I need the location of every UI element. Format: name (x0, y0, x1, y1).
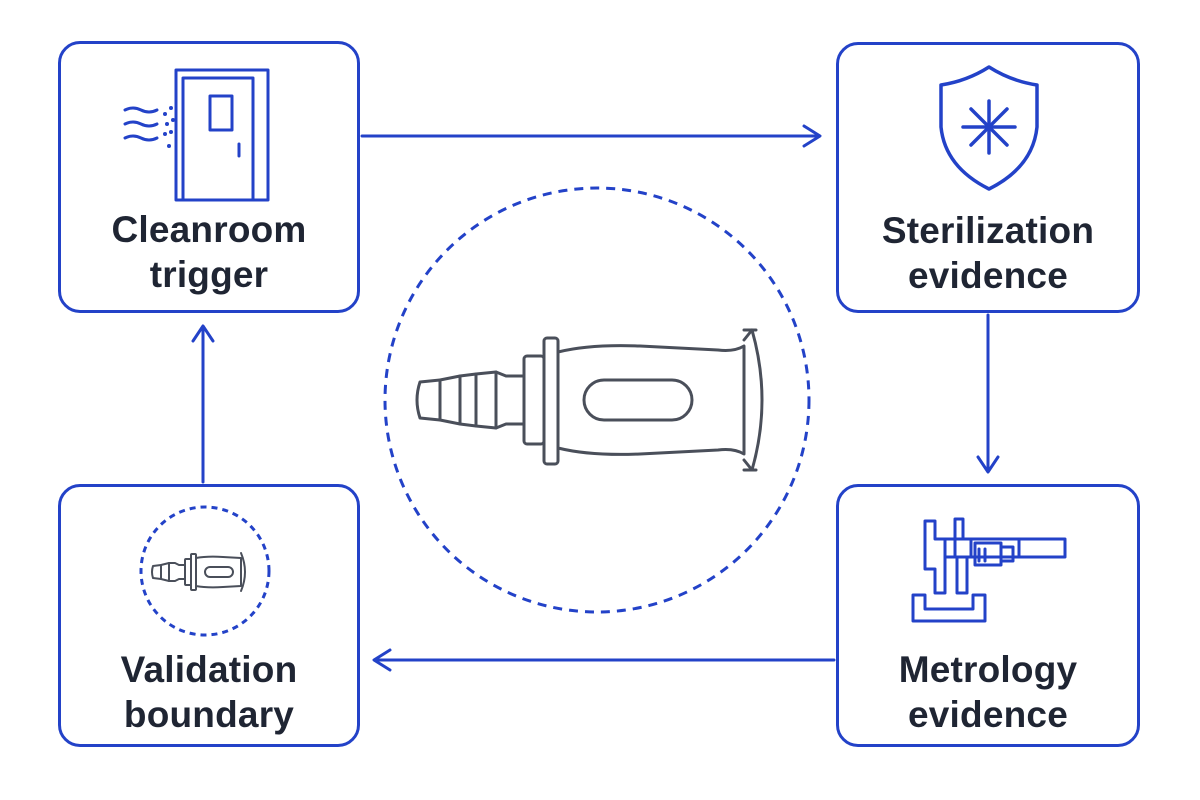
center-device-group (383, 186, 811, 614)
label-line-2: trigger (149, 254, 269, 295)
arrow-validation-to-cleanroom (191, 324, 215, 484)
node-cleanroom-trigger: Cleanroom trigger (58, 41, 360, 313)
center-dashed-circle (383, 186, 811, 614)
caliper-icon (911, 517, 1067, 623)
arrow-cleanroom-to-sterilization (360, 124, 822, 148)
label-line-1: Metrology (898, 649, 1078, 690)
label-line-2: evidence (908, 694, 1068, 735)
node-label: Sterilization evidence (839, 208, 1137, 298)
node-label: Validation boundary (61, 647, 357, 737)
node-metrology-evidence: Metrology evidence (836, 484, 1140, 747)
node-label: Metrology evidence (839, 647, 1137, 737)
label-line-2: boundary (123, 694, 295, 735)
label-line-1: Validation (120, 649, 298, 690)
cleanroom-door-icon (123, 68, 270, 202)
medical-connector-device-icon (415, 328, 764, 472)
arrow-metrology-to-validation (372, 648, 836, 672)
node-validation-boundary: Validation boundary (58, 484, 360, 747)
label-line-1: Cleanroom (111, 209, 307, 250)
label-line-2: evidence (908, 255, 1068, 296)
node-sterilization-evidence: Sterilization evidence (836, 42, 1140, 313)
shield-star-icon (939, 65, 1039, 191)
arrow-sterilization-to-metrology (976, 313, 1000, 474)
device-boundary-icon (139, 505, 271, 637)
label-line-1: Sterilization (881, 210, 1095, 251)
node-label: Cleanroom trigger (61, 207, 357, 297)
